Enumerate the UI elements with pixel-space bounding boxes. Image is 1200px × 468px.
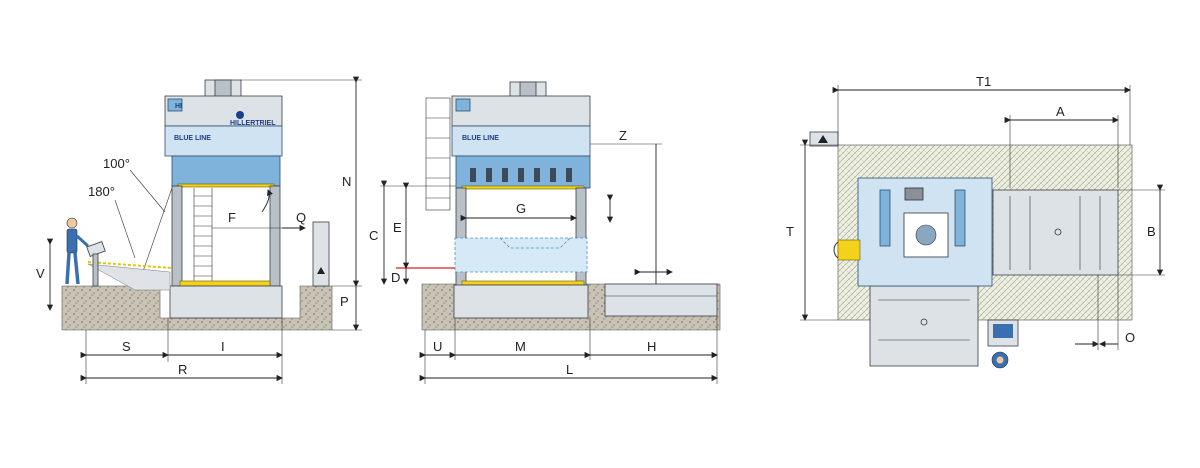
dim-H: H (647, 339, 656, 354)
electrical-cabinet (312, 221, 330, 287)
dim-O: O (1125, 330, 1135, 345)
dim-F: F (228, 210, 236, 225)
dim-B: B (1147, 224, 1156, 239)
dim-L: L (566, 362, 573, 377)
brand-maker: HILLERTRIEL (230, 120, 276, 127)
angle-180: 180° (88, 184, 115, 199)
dim-V: V (36, 266, 45, 281)
dim-C: C (369, 228, 378, 243)
svg-text:BLUE LINE: BLUE LINE (462, 135, 499, 142)
dim-T1: T1 (976, 74, 991, 89)
dim-S: S (122, 339, 131, 354)
dim-G: G (516, 201, 526, 216)
ladder-tower (425, 97, 451, 211)
top-view: T1 A B T O (786, 74, 1165, 369)
moving-bolster (604, 283, 718, 317)
dim-P: P (340, 294, 349, 309)
dim-U: U (433, 339, 442, 354)
operator-figure (65, 217, 90, 285)
right-column (269, 185, 281, 287)
dim-M: M (515, 339, 526, 354)
left-column (171, 185, 183, 287)
bolster-bottom (869, 285, 979, 367)
dim-E: E (393, 220, 402, 235)
dim-A: A (1056, 104, 1065, 119)
dim-Q: Q (296, 210, 306, 225)
dim-I: I (221, 339, 225, 354)
angle-100: 100° (103, 156, 130, 171)
dim-Z: Z (619, 128, 627, 143)
svg-text:HI: HI (175, 103, 182, 110)
bolster-right (992, 189, 1119, 276)
side-view-middle: BLUE LINE C E D G (369, 81, 721, 384)
dim-R: R (178, 362, 187, 377)
dim-T: T (786, 224, 794, 239)
light-curtain (837, 239, 861, 261)
side-view-left: HI BLUE LINE HILLERTRIEL (36, 76, 362, 384)
dim-N: N (342, 174, 351, 189)
brand-line-name: BLUE LINE (174, 135, 211, 142)
ladder (193, 188, 213, 282)
dim-D: D (391, 270, 400, 285)
